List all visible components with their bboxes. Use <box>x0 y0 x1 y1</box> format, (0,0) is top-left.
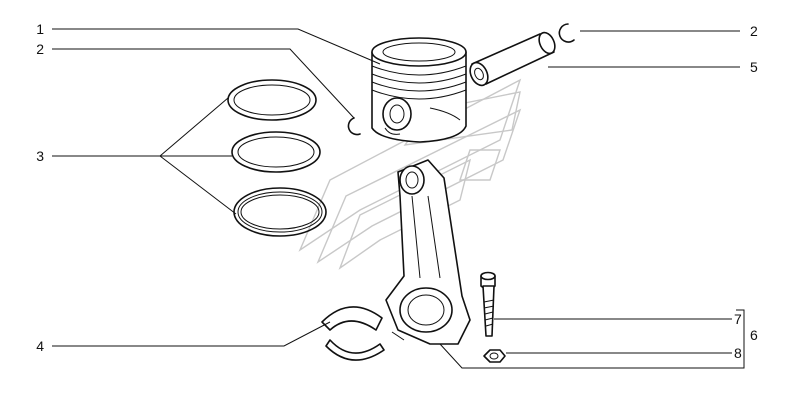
callout-1: 1 <box>36 21 44 37</box>
callout-5: 5 <box>750 59 758 75</box>
piston-ring-bottom <box>233 187 327 237</box>
callout-7: 7 <box>734 311 742 327</box>
rod-bolt <box>480 271 496 337</box>
bearing-shells <box>321 306 385 361</box>
connecting-rod <box>385 159 471 345</box>
circlip-left <box>347 117 361 136</box>
callout-3: 3 <box>36 148 44 164</box>
callout-6: 6 <box>750 327 758 343</box>
piston-pin <box>469 31 556 87</box>
callout-2-right: 2 <box>750 23 758 39</box>
rod-nut <box>483 349 506 363</box>
callout-4: 4 <box>36 338 44 354</box>
piston <box>371 37 467 143</box>
circlip-right <box>558 23 575 43</box>
callout-8: 8 <box>734 345 742 361</box>
callout-2-left: 2 <box>36 41 44 57</box>
piston-ring-middle <box>231 131 321 173</box>
piston-ring-top <box>227 79 317 121</box>
leader-lines <box>52 28 745 369</box>
